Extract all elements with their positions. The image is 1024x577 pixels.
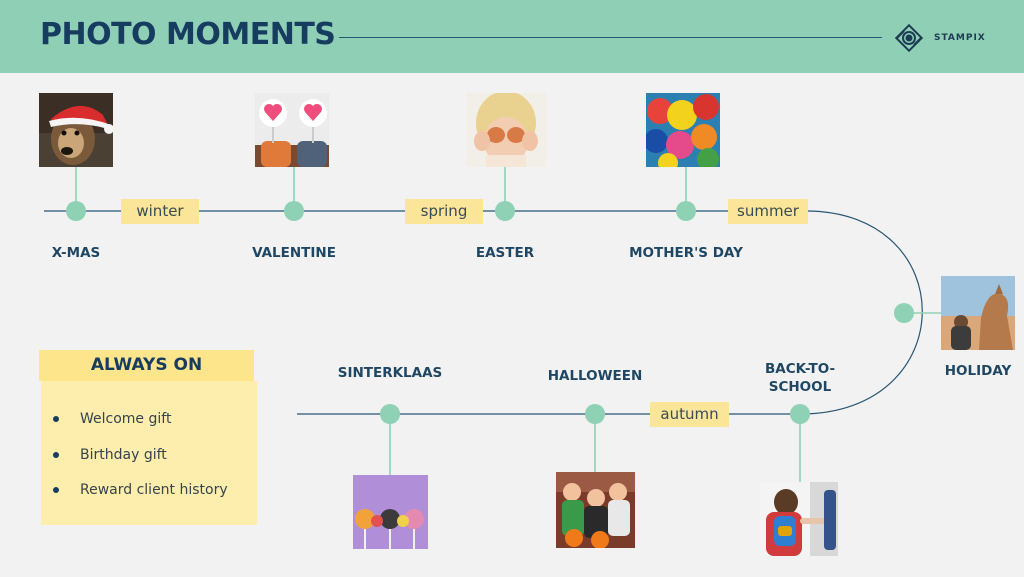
season-spring: spring [405,199,483,224]
node-halloween [585,404,605,424]
node-easter [495,201,515,221]
page-title: PHOTO MOMENTS [40,17,336,52]
brand-name: STAMPIX [934,33,986,43]
node-xmas [66,201,86,221]
season-summer: summer [728,199,808,224]
dog-santa-hat-photo [39,93,113,167]
header-bar: PHOTO MOMENTS STAMPIX [0,0,1024,73]
node-holiday [894,303,914,323]
moment-label-mothersday: MOTHER'S DAY [629,245,743,261]
bullet-icon [53,487,59,493]
costumed-kids-photo [556,472,635,548]
always-on-item-label: Welcome gift [80,411,172,427]
heart-lollipops-photo [255,93,329,167]
moment-label-valentine: VALENTINE [252,245,336,261]
always-on-item: Reward client history [41,477,257,513]
node-backtoschool [790,404,810,424]
moment-label-sinterklaas: SINTERKLAAS [337,365,443,381]
camel-desert-photo [941,276,1015,350]
lollipops-photo [353,475,428,549]
always-on-item: Welcome gift [41,406,257,442]
moment-label-backtoschool: BACK-TO- SCHOOL [764,361,836,395]
always-on-item-label: Reward client history [80,482,228,498]
always-on-panel: Welcome gift Birthday gift Reward client… [41,381,257,525]
always-on-title: ALWAYS ON [39,350,254,381]
node-sinterklaas [380,404,400,424]
girl-egg-eyes-photo [466,93,546,167]
balloons-photo [646,93,720,167]
moment-label-halloween: HALLOWEEN [547,368,643,384]
node-mothersday [676,201,696,221]
child-backpack-photo [760,482,838,556]
always-on-item-label: Birthday gift [80,446,167,463]
always-on-item: Birthday gift [41,442,257,478]
bullet-icon [53,451,59,458]
always-on-list: Welcome gift Birthday gift Reward client… [41,406,257,513]
moment-label-easter: EASTER [475,245,535,261]
bullet-icon [53,416,59,422]
moment-label-holiday: HOLIDAY [944,363,1012,379]
season-winter: winter [121,199,199,224]
stampix-logo-icon [894,23,924,53]
moment-label-xmas: X-MAS [51,245,101,261]
node-valentine [284,201,304,221]
season-autumn: autumn [650,402,729,427]
title-divider [339,37,882,38]
